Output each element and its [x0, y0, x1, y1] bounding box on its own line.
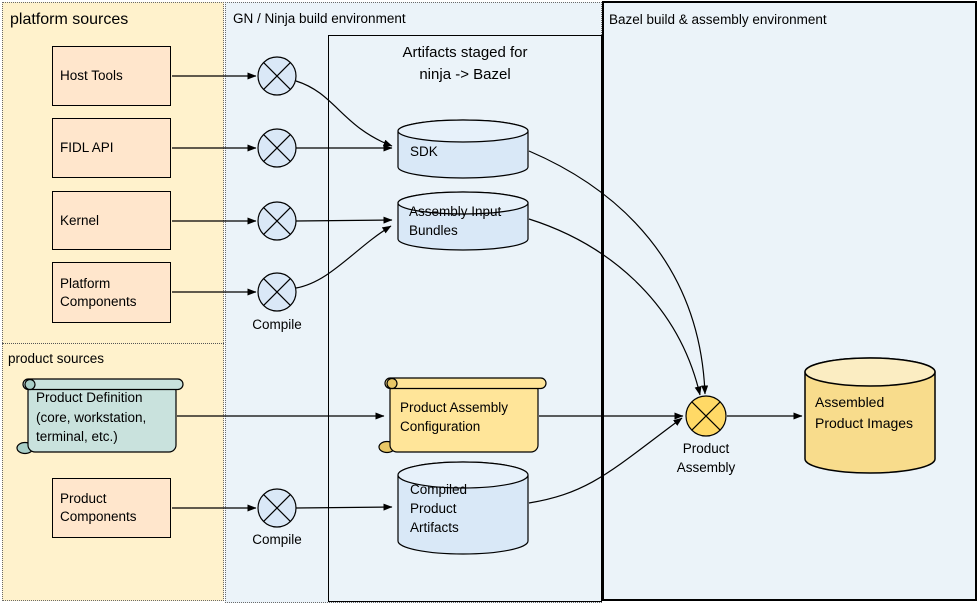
host-tools-box: Host Tools — [52, 46, 171, 106]
platform-components-box: Platform Components — [52, 262, 171, 323]
product-components-label: Product Components — [60, 491, 137, 524]
compiled-product-artifacts-label: Compiled Product Artifacts — [410, 482, 468, 535]
assembly-input-bundles-label: Assembly Input Bundles — [409, 204, 502, 238]
bazel-env-title: Bazel build & assembly environment — [609, 12, 827, 27]
platform-components-label: Platform Components — [60, 275, 137, 309]
host-tools-label: Host Tools — [60, 68, 123, 83]
platform-product-divider — [2, 343, 224, 344]
sdk-label: SDK — [410, 144, 438, 159]
bazel-env-panel — [602, 1, 977, 601]
assembled-product-images-label: Assembled Product Images — [815, 394, 914, 431]
fidl-api-box: FIDL API — [52, 118, 171, 178]
product-definition-label: Product Definition (core, workstation, t… — [36, 390, 147, 444]
compile-label-platform: Compile — [252, 317, 302, 332]
staging-title-line2: ninja -> Bazel — [419, 66, 511, 83]
product-components-box: Product Components — [52, 478, 171, 538]
staging-title: Artifacts staged for ninja -> Bazel — [328, 42, 602, 86]
platform-sources-title: platform sources — [10, 11, 129, 28]
kernel-label: Kernel — [60, 212, 100, 228]
product-assembly-configuration-label: Product Assembly Configuration — [400, 400, 509, 434]
gn-env-title: GN / Ninja build environment — [233, 11, 406, 26]
product-assembly-label: Product Assembly — [676, 441, 736, 475]
compile-label-product: Compile — [252, 532, 302, 547]
staging-title-line1: Artifacts staged for — [402, 44, 528, 61]
kernel-box: Kernel — [52, 191, 171, 250]
fidl-api-label: FIDL API — [60, 140, 114, 155]
product-sources-title: product sources — [8, 351, 105, 366]
